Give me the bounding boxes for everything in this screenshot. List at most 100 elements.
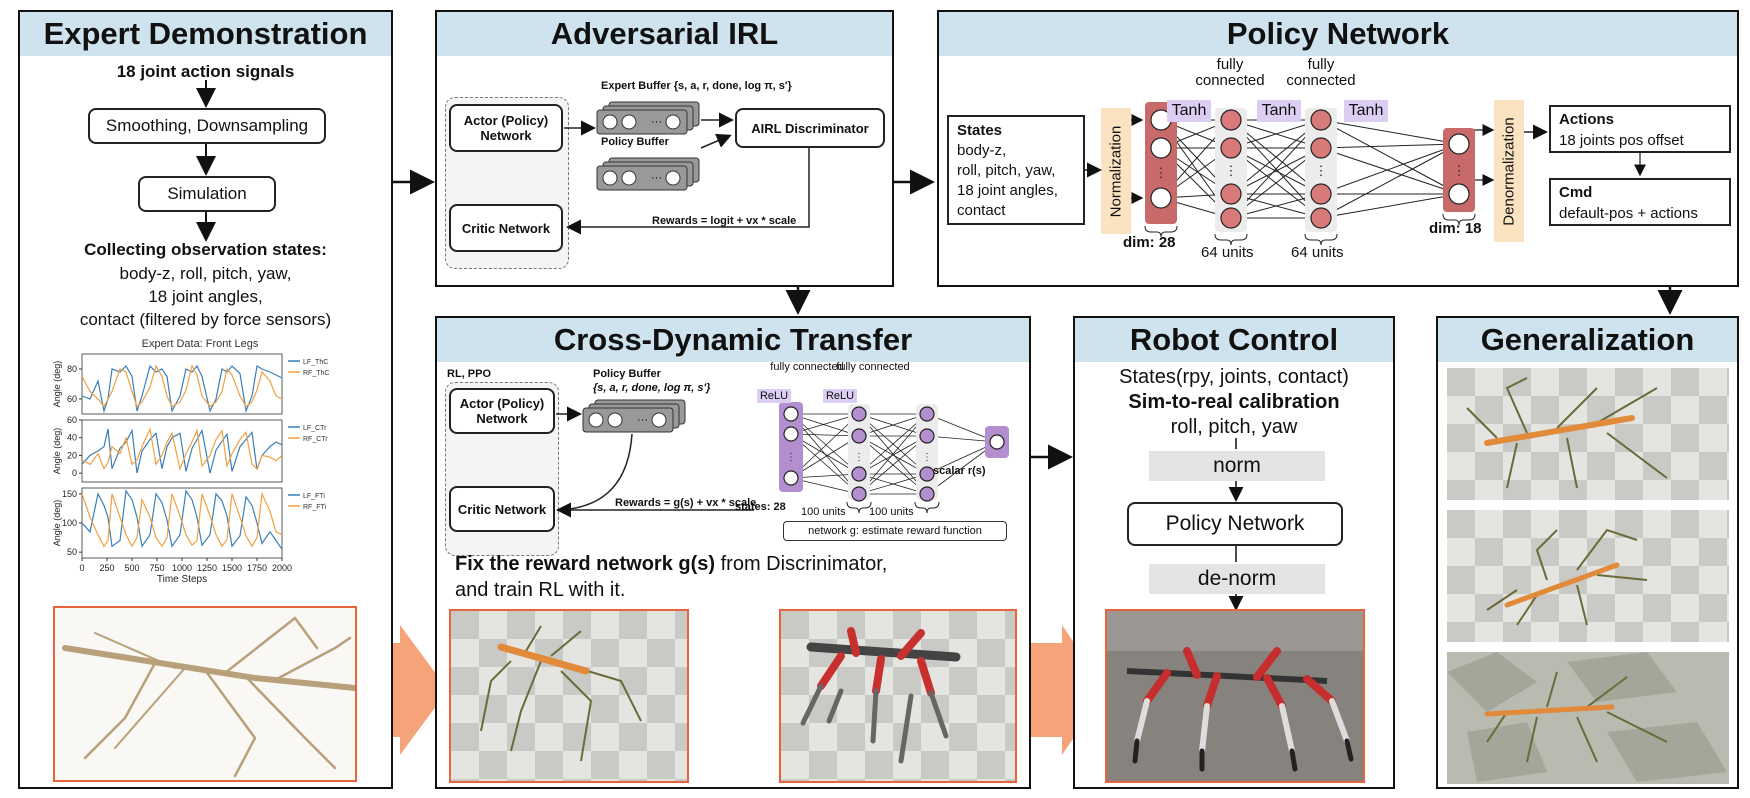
actions-box: Actions 18 joints pos offset [1549, 105, 1731, 153]
layer-band-2 [1215, 108, 1247, 232]
cdt-actor-box: Actor (Policy) Network [449, 388, 555, 434]
real-robot-image [1107, 611, 1363, 781]
norm-step: norm [1149, 451, 1325, 481]
cdt-fc1-label: fully connected [770, 361, 844, 373]
y-tick-label: 50 [67, 547, 77, 557]
nn-node [851, 466, 867, 482]
tanh-2: Tanh [1257, 100, 1301, 122]
nn-node [851, 406, 867, 422]
fc2-label: fully connected [1286, 56, 1356, 89]
fc1-label: fully connected [1195, 56, 1265, 89]
generalization-stick-3 [1447, 652, 1727, 782]
nn-node [919, 486, 935, 502]
x-tick-label: 1250 [197, 563, 217, 573]
nn-node [1220, 137, 1242, 159]
cdt-rewards-label: Rewards = g(s) + vx * scale [615, 497, 757, 509]
y-tick-label: 80 [67, 364, 77, 374]
y-tick-label: 60 [67, 415, 77, 425]
expert-panel: Expert Demonstration 18 joint action sig… [18, 10, 393, 789]
cdt-panel: Cross-Dynamic Transfer RL, PPO Actor (Po… [435, 316, 1031, 789]
nn-node [919, 428, 935, 444]
robot-states: States(rpy, joints, contact) [1119, 366, 1349, 388]
nn-node [1220, 183, 1242, 205]
expert-signals: 18 joint action signals [116, 62, 295, 81]
legend-label: LF_CTr [303, 425, 327, 432]
denorm-bar [1494, 100, 1524, 242]
nn-node [1448, 183, 1470, 205]
layer-band-1 [779, 402, 803, 492]
nn-edge [1320, 143, 1460, 219]
cdt-diagram: ··· ⋮⋮⋮ [556, 399, 1009, 518]
stick-insect-photo [53, 606, 357, 782]
y-tick-label: 60 [67, 394, 77, 404]
general-title: Generalization [1438, 318, 1737, 362]
norm-bar [1101, 108, 1131, 234]
rpy-label: roll, pitch, yaw [1170, 416, 1298, 438]
x-tick-label: 0 [79, 563, 84, 573]
legend-label: LF_ThC [303, 359, 328, 366]
policy-buffer-icon: ··· [596, 157, 700, 191]
collecting-title: Collecting observation states: [84, 240, 327, 259]
units-2: 64 units [1291, 244, 1344, 261]
dim-out: dim: 18 [1429, 220, 1482, 237]
cmd-title: Cmd [1559, 184, 1593, 201]
nn-node [1310, 137, 1332, 159]
legend-label: LF_FTi [303, 493, 325, 500]
chart-caption: Expert Data: Front Legs [141, 338, 259, 350]
cmd-body: default-pos + actions [1559, 205, 1698, 222]
nn-node [783, 426, 799, 442]
sim-stick-insect-photo [449, 609, 689, 783]
nn-node [1150, 187, 1172, 209]
legend-label: RF_ThC [303, 370, 329, 377]
nn-edge [858, 435, 928, 495]
series-line-RF_CTr [81, 426, 283, 471]
units-1: 64 units [1201, 244, 1254, 261]
cdt-states-dim: states: 28 [735, 501, 786, 513]
nn-node [1220, 109, 1242, 131]
series-line-RF_FTi [81, 491, 283, 548]
nn-edge [858, 413, 928, 475]
layer-brace [1214, 233, 1248, 246]
sim-stick-insect-image [480, 625, 642, 762]
nn-node [1310, 183, 1332, 205]
x-tick-label: 2000 [272, 563, 292, 573]
robot-policy-box: Policy Network [1127, 502, 1343, 546]
cdt-policy-buffer-icon: ··· [582, 399, 686, 433]
layer-band-3 [1305, 108, 1337, 232]
sim-hexapod-image [800, 627, 961, 764]
simulation-box: Simulation [138, 176, 276, 212]
denorm-step: de-norm [1149, 564, 1325, 594]
nn-node [919, 466, 935, 482]
nn-node [1310, 207, 1332, 229]
rl-ppo-label: RL, PPO [447, 368, 492, 380]
airl-diagram: ··· ··· [564, 101, 810, 235]
state-line-3: contact (filtered by force sensors) [79, 310, 332, 329]
layer-brace [1144, 225, 1178, 238]
chart-frame-2 [81, 419, 283, 483]
layer-brace [1304, 233, 1338, 246]
nn-node [851, 428, 867, 444]
y-axis-label: Angle (deg) [52, 428, 62, 475]
expert-title: Expert Demonstration [20, 12, 391, 56]
x-tick-label: 1750 [247, 563, 267, 573]
states-line-2: roll, pitch, yaw, [957, 162, 1056, 179]
x-axis-label: Time Steps [157, 574, 207, 585]
legend-label: RF_CTr [303, 436, 328, 443]
x-tick-label: 250 [99, 563, 114, 573]
tanh-3: Tanh [1344, 100, 1388, 122]
nn-node [919, 406, 935, 422]
ellipsis-mark: ⋮ [1155, 165, 1168, 180]
nn-node [1220, 207, 1242, 229]
svg-text:···: ··· [637, 414, 648, 426]
cdt-title: Cross-Dynamic Transfer [437, 318, 1029, 362]
series-line-RF_ThC [81, 364, 283, 408]
y-axis-label: Angle (deg) [52, 361, 62, 408]
fix-rest: from Discrinimator, [715, 553, 888, 575]
series-line-LF_CTr [81, 428, 283, 474]
ellipsis-mark: ⋮ [1453, 163, 1466, 178]
ellipsis-mark: ⋮ [786, 452, 796, 463]
nn-edge [1320, 193, 1460, 219]
cdt-fc2-label: fully connected [836, 361, 910, 373]
y-tick-label: 20 [67, 450, 77, 460]
